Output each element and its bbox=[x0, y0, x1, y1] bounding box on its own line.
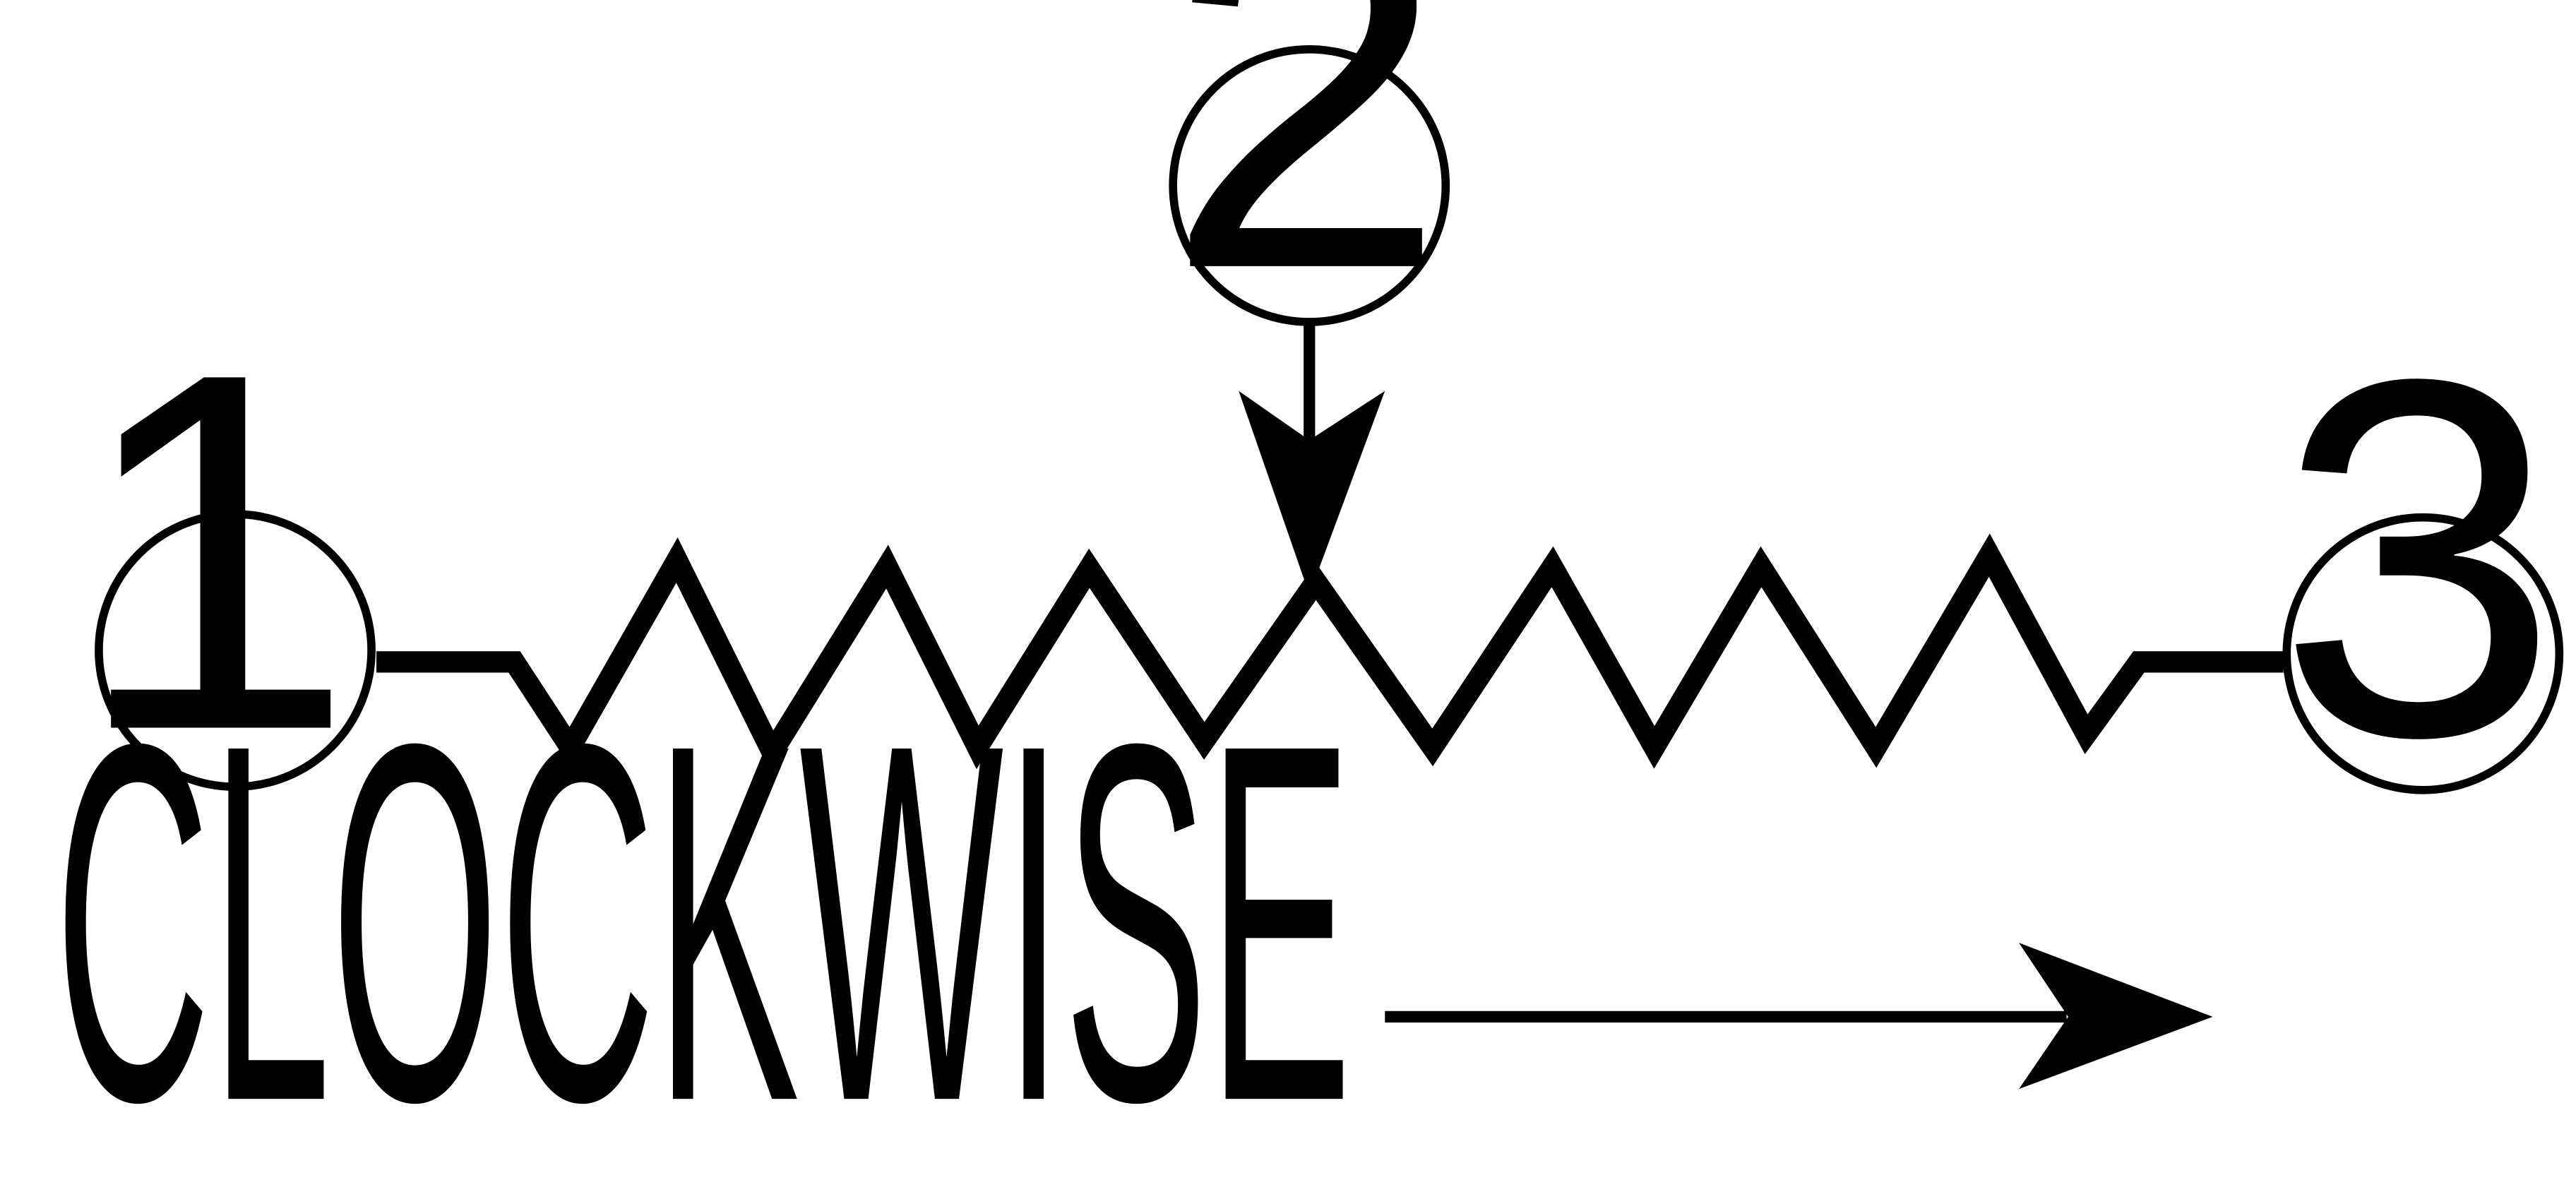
terminal-2-label: 2 bbox=[1164, 0, 1448, 374]
terminal-1: 1 bbox=[72, 266, 376, 835]
terminal-3: 3 bbox=[2277, 273, 2564, 842]
terminal-2: 2 bbox=[1164, 0, 1450, 374]
terminal-3-circle bbox=[2282, 513, 2564, 794]
resistor-zigzag bbox=[376, 533, 2284, 775]
wiper-arrowhead bbox=[1239, 391, 1385, 595]
clockwise-arrow-icon bbox=[1385, 943, 2213, 1090]
terminal-1-circle bbox=[95, 510, 376, 791]
terminal-3-label: 3 bbox=[2277, 273, 2560, 842]
terminal-1-label: 1 bbox=[72, 266, 355, 835]
clockwise-label: CLOCKWISE bbox=[54, 638, 1352, 1204]
clockwise-arrowhead bbox=[2019, 943, 2213, 1090]
